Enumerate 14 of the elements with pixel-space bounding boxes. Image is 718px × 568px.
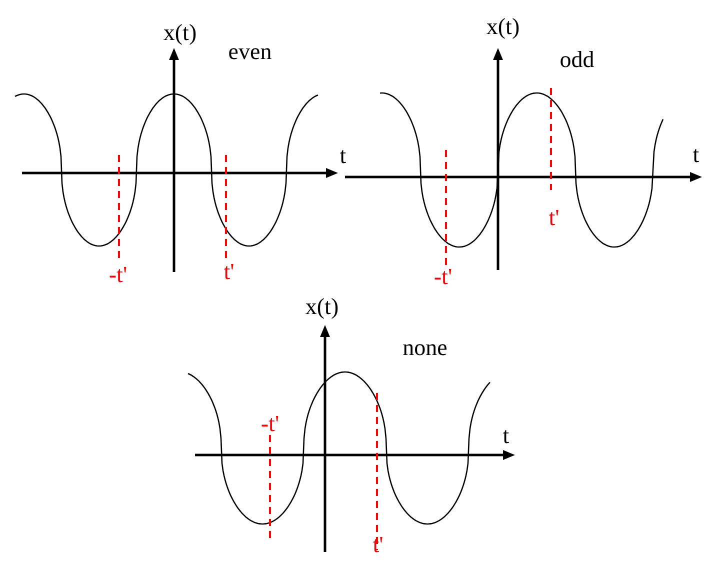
- time-marker-label: -t': [260, 412, 280, 436]
- time-marker-label: t': [224, 260, 234, 284]
- symmetry-label: even: [228, 40, 272, 64]
- axis-label: t: [692, 143, 700, 167]
- axis-label: t: [340, 144, 346, 168]
- time-marker-label: t': [548, 206, 560, 230]
- symmetry-label: odd: [560, 48, 594, 72]
- axis-label: t: [502, 424, 510, 448]
- symmetry-label: none: [402, 336, 448, 360]
- axis-label: x(t): [163, 21, 197, 45]
- time-marker-label: -t': [108, 263, 128, 287]
- time-marker-label: -t': [434, 265, 452, 289]
- axis-label: x(t): [305, 295, 339, 319]
- axis-label: x(t): [486, 15, 520, 39]
